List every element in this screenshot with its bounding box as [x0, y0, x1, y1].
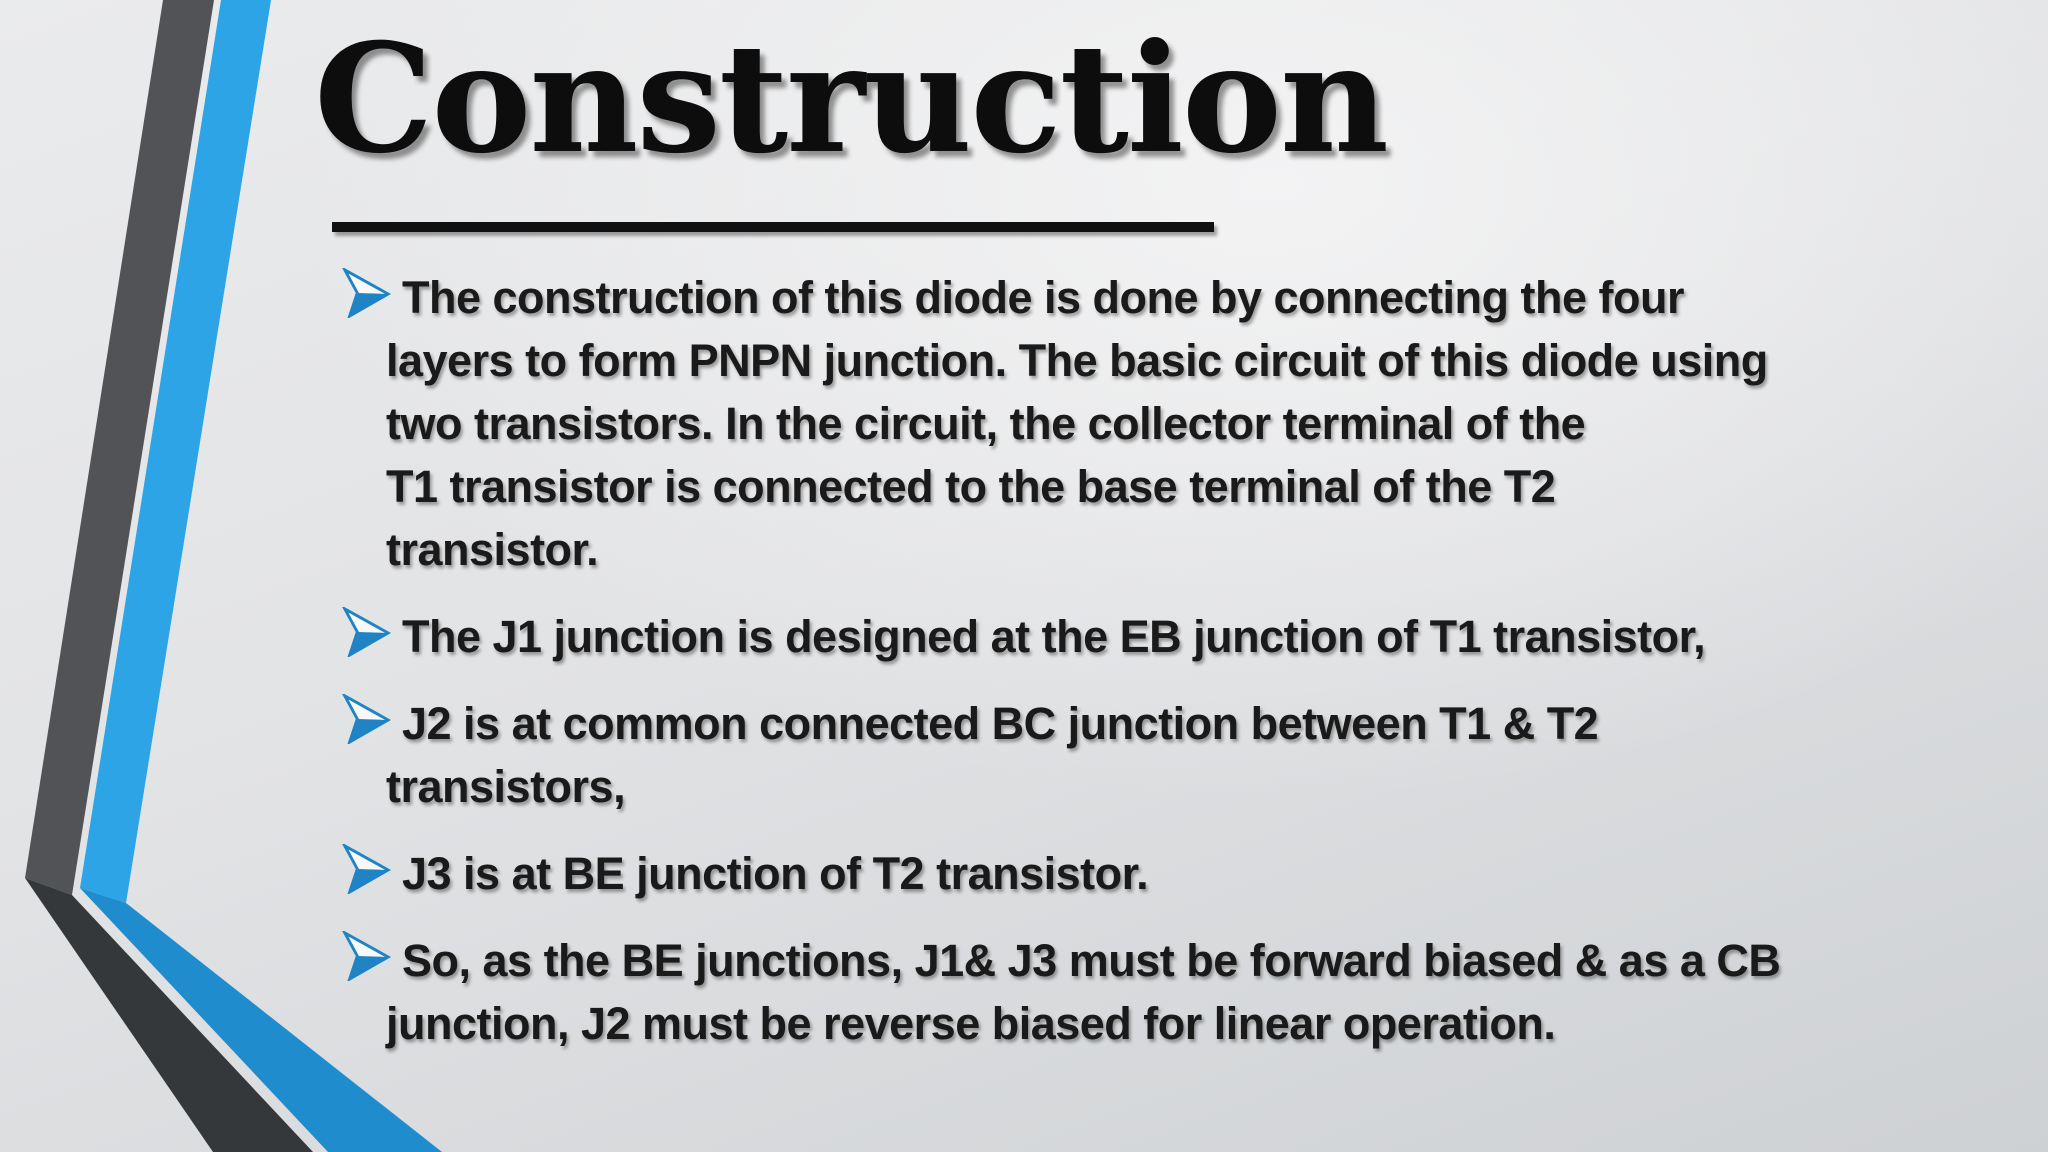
- bullet-item: The J1 junction is designed at the EB ju…: [338, 605, 2048, 668]
- arrowhead-bullet-icon: [338, 694, 392, 744]
- bullet-text-line: J2 is at common connected BC junction be…: [402, 698, 1599, 749]
- bullet-list: The construction of this diode is done b…: [338, 266, 2048, 1079]
- bullet-text-line: two transistors. In the circuit, the col…: [386, 398, 1586, 449]
- bullet-text-line: The construction of this diode is done b…: [402, 272, 1685, 323]
- bullet-item: J2 is at common connected BC junction be…: [338, 692, 2048, 818]
- bullet-text-line: So, as the BE junctions, J1& J3 must be …: [402, 935, 1781, 986]
- arrowhead-bullet-icon: [338, 607, 392, 657]
- arrowhead-bullet-icon: [338, 268, 392, 318]
- ribbon-blue-lower-stripe: [80, 888, 442, 1152]
- ribbon-gray-upper-stripe: [25, 0, 214, 895]
- bullet-item: The construction of this diode is done b…: [338, 266, 2048, 581]
- bullet-text-line: layers to form PNPN junction. The basic …: [386, 335, 1768, 386]
- bullet-text-line: J3 is at BE junction of T2 transistor.: [402, 848, 1149, 899]
- bullet-text-line: T1 transistor is connected to the base t…: [386, 461, 1556, 512]
- title-underline: [332, 222, 1214, 232]
- bullet-item: So, as the BE junctions, J1& J3 must be …: [338, 929, 2048, 1055]
- bullet-text-line: transistor.: [386, 524, 599, 575]
- slide-title: Construction: [314, 11, 1389, 187]
- bullet-item: J3 is at BE junction of T2 transistor.: [338, 842, 2048, 905]
- bullet-text-line: The J1 junction is designed at the EB ju…: [402, 611, 1706, 662]
- arrowhead-bullet-icon: [338, 844, 392, 894]
- ribbon-blue-upper-stripe: [80, 0, 271, 903]
- ribbon-gray-lower-stripe: [25, 878, 313, 1152]
- arrowhead-bullet-icon: [338, 931, 392, 981]
- bullet-text-line: junction, J2 must be reverse biased for …: [386, 998, 1556, 1049]
- bullet-text-line: transistors,: [386, 761, 626, 812]
